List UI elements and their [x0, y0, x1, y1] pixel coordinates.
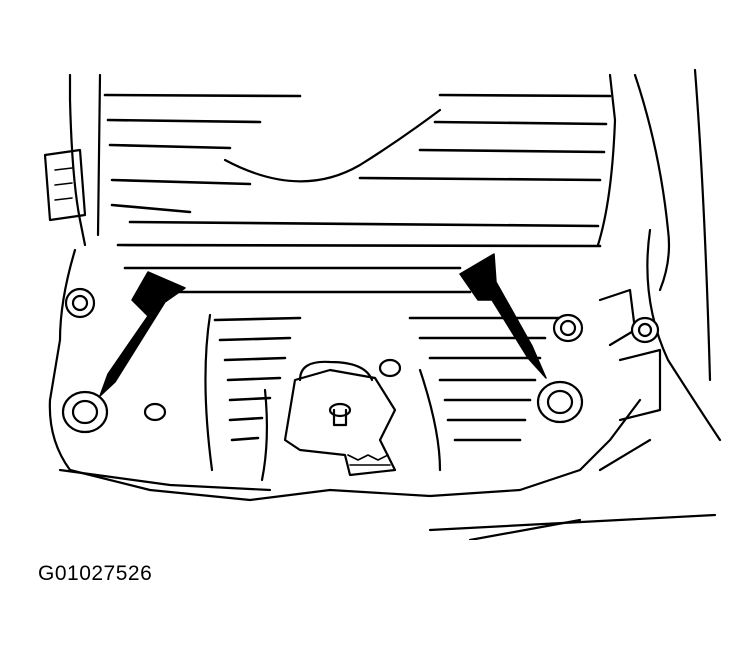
- hex-bolt-icon: [64, 287, 96, 319]
- arrow-pointer-icon: [99, 271, 186, 397]
- hex-bolt-icon: [630, 316, 660, 344]
- figure-id-label: G01027526: [38, 562, 153, 585]
- hex-bolt-icon: [552, 313, 584, 343]
- hex-bolt-icon: [536, 380, 584, 424]
- engine-cylinder-diagram: [43, 68, 722, 540]
- engine-outline: [43, 68, 722, 442]
- cooling-fins-upper: [103, 93, 612, 294]
- arrow-pointer-icon: [459, 253, 547, 379]
- hex-bolt-icon: [61, 390, 109, 434]
